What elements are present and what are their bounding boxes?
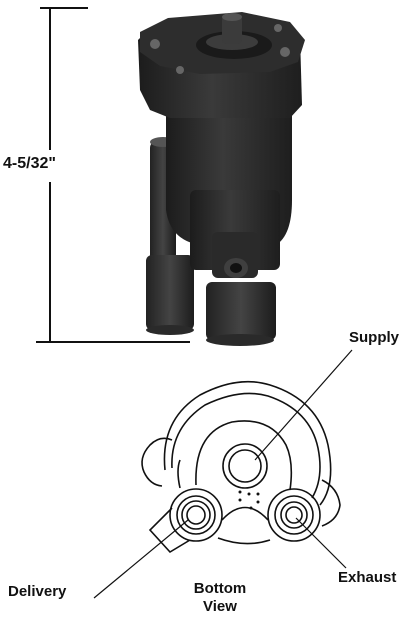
supply-leader	[254, 349, 353, 461]
dimension-label: 4-5/32"	[3, 155, 56, 172]
dimension-marker	[36, 7, 190, 343]
delivery-port-label: Delivery	[8, 583, 67, 600]
delivery-leader	[93, 519, 189, 599]
vent-dots	[238, 490, 260, 510]
valve-body-image	[138, 12, 305, 346]
supply-port-label: Supply	[349, 329, 400, 346]
view-caption-line1: Bottom	[193, 580, 247, 597]
leader-lines	[93, 349, 353, 599]
bottom-view-drawing	[141, 380, 341, 554]
view-caption-line2: View	[203, 598, 237, 615]
exhaust-leader	[295, 517, 347, 569]
exhaust-port-label: Exhaust	[338, 569, 397, 586]
